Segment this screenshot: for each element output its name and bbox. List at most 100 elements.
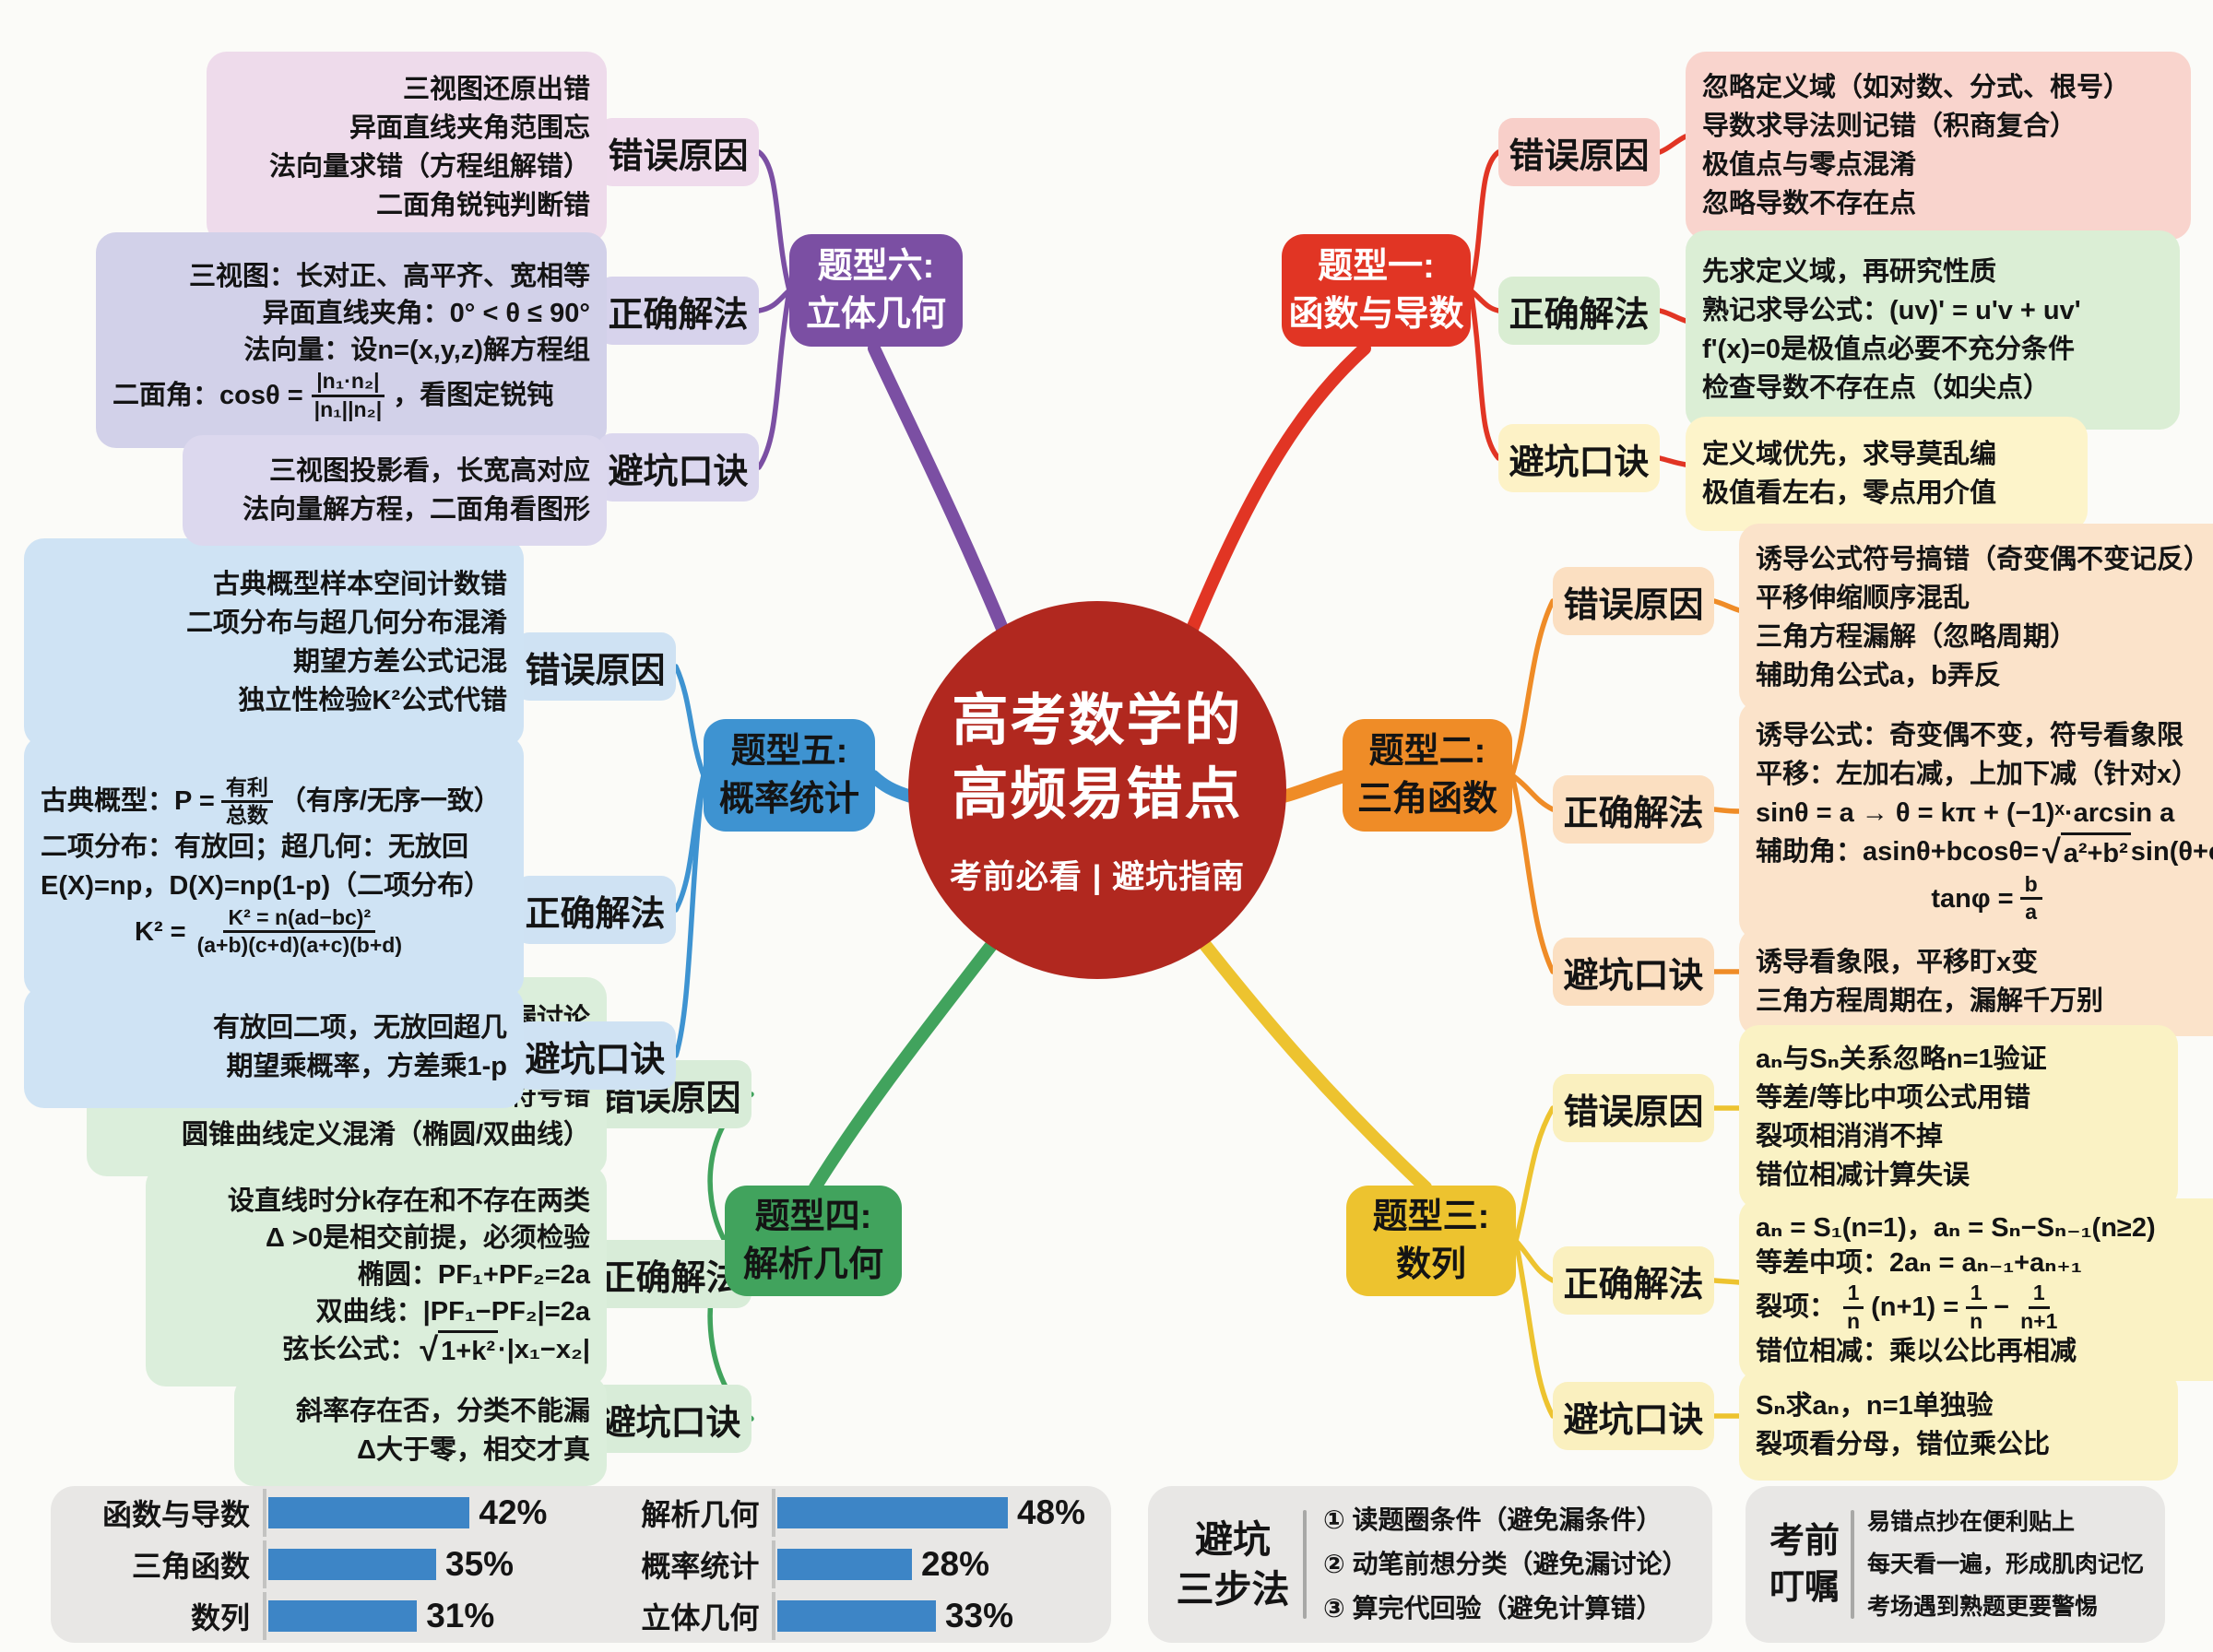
stat-track: 28%	[772, 1540, 1085, 1588]
stat-bar	[777, 1549, 912, 1580]
center-title-line-2: 高频易错点	[952, 761, 1243, 825]
branch-4-main-connector	[809, 921, 1012, 1194]
branch-2-error-label: 错误原因	[1553, 567, 1714, 635]
stat-bar	[268, 1600, 418, 1632]
branch-2-mnemonic-content: 诱导看象限，平移盯x变 三角方程周期在，漏解千万别	[1739, 927, 2213, 1036]
branch-1-node: 题型一: 函数与导数	[1282, 234, 1471, 347]
reminder-title: 考前 叮嘱	[1769, 1522, 1840, 1607]
formula-line: 等差中项：2aₙ = aₙ₋₁+aₙ₊₁	[1756, 1248, 2082, 1279]
branch-3-correct-content: aₙ = S₁(n=1)，aₙ = Sₙ−Sₙ₋₁(n≥2) 等差中项：2aₙ …	[1739, 1198, 2213, 1381]
stat-track: 31%	[263, 1592, 554, 1640]
stat-label: 数列	[190, 1601, 250, 1634]
text-line: 二面角锐钝判断错	[375, 191, 590, 220]
node-line: 题型二:	[1368, 732, 1486, 771]
stat-row: 概率统计 28%	[586, 1540, 1085, 1588]
node-line: 题型六:	[817, 247, 935, 286]
divider	[1303, 1510, 1307, 1619]
text-line: 忽略定义域（如对数、分式、根号）	[1702, 73, 2131, 102]
text-line: 诱导公式：奇变偶不变，符号看象限	[1756, 720, 2184, 750]
text-line: 裂项相消消不掉	[1756, 1122, 1944, 1151]
formula-line: aₙ = S₁(n=1)，aₙ = Sₙ−Sₙ₋₁(n≥2)	[1756, 1213, 2156, 1244]
branch-2-mnemonic-label: 避坑口诀	[1553, 938, 1714, 1006]
stat-bar	[268, 1549, 436, 1580]
formula-line: sinθ = a → θ = kπ + (−1)ˣ·arcsin a	[1756, 797, 2175, 828]
node-line: 概率统计	[718, 780, 859, 819]
text-line: Δ >0是相交前提，必须检验	[266, 1222, 590, 1253]
stat-value: 48%	[1016, 1493, 1085, 1531]
reminder-panel: 考前 叮嘱 易错点抄在便利贴上 每天看一遍，形成肌肉记忆 考场遇到熟题更要警惕	[1746, 1486, 2165, 1643]
stat-row: 立体几何 33%	[586, 1592, 1085, 1640]
text-line: 裂项看分母，错位乘公比	[1756, 1430, 2051, 1459]
stat-track: 35%	[263, 1540, 554, 1588]
text-line: 三视图：长对正、高平齐、宽相等	[188, 262, 590, 292]
branch-1-mnemonic-content: 定义域优先，求导莫乱编 极值看左右，零点用介值	[1686, 417, 2088, 531]
stat-value: 35%	[445, 1545, 515, 1583]
text-line: Sₙ求aₙ，n=1单独验	[1756, 1391, 1994, 1421]
branch-1-correct-label: 正确解法	[1498, 277, 1660, 345]
text-line: 圆锥曲线定义混淆（椭圆/双曲线）	[181, 1120, 590, 1150]
text-line: 平移伸缩顺序混乱	[1756, 584, 1970, 613]
stat-row: 数列 31%	[77, 1592, 554, 1640]
step-item: ① 读题圈条件（避免漏条件）	[1323, 1505, 1663, 1534]
text-line: 有放回二项，无放回超几	[212, 1013, 507, 1043]
stat-track: 42%	[263, 1489, 554, 1537]
branch-5-mnemonic-label: 避坑口诀	[515, 1021, 676, 1090]
stat-label: 立体几何	[641, 1601, 760, 1634]
sqrt-symbol: √	[2041, 832, 2061, 871]
stat-label: 三角函数	[131, 1550, 250, 1583]
stats-panel: 函数与导数 42% 三角函数 35% 数列 31% 解析几何 48%	[51, 1486, 1111, 1643]
branch-2-correct-content: 诱导公式：奇变偶不变，符号看象限 平移：左加右减，上加下减（针对x） sinθ …	[1739, 701, 2213, 940]
stat-value: 28%	[920, 1545, 989, 1583]
text-line: 异面直线夹角范围忘	[349, 113, 590, 143]
branch-3-node: 题型三: 数列	[1346, 1186, 1516, 1296]
text-line: 法向量解方程，二面角看图形	[242, 495, 590, 525]
node-line: 数列	[1395, 1245, 1466, 1284]
branch-6-error-content: 三视图还原出错 异面直线夹角范围忘 法向量求错（方程组解错） 二面角锐钝判断错	[207, 52, 607, 243]
formula-line: 椭圆：PF₁+PF₂=2a	[357, 1259, 590, 1290]
stat-row: 解析几何 48%	[586, 1489, 1085, 1537]
stats-column-left: 函数与导数 42% 三角函数 35% 数列 31%	[77, 1489, 554, 1640]
stats-column-right: 解析几何 48% 概率统计 28% 立体几何 33%	[586, 1489, 1085, 1640]
node-line: 函数与导数	[1288, 295, 1464, 334]
branch-3-mnemonic-content: Sₙ求aₙ，n=1单独验 裂项看分母，错位乘公比	[1739, 1370, 2178, 1481]
text-line: 导数求导法则记错（积商复合）	[1702, 112, 2077, 141]
text-line: 熟记求导公式：(uv)' = u'v + uv'	[1702, 296, 2081, 325]
reminder-list: 易错点抄在便利贴上 每天看一遍，形成肌肉记忆 考场遇到熟题更要警惕	[1854, 1501, 2144, 1628]
branch-6-node: 题型六: 立体几何	[789, 234, 963, 347]
text-line: 二项分布：有放回；超几何：无放回	[41, 832, 469, 862]
stat-value: 31%	[426, 1597, 495, 1634]
branch-5-error-label: 错误原因	[515, 632, 676, 701]
branch-3-mnemonic-label: 避坑口诀	[1553, 1382, 1714, 1450]
stat-label: 解析几何	[641, 1498, 760, 1531]
reminder-item: 每天看一遍，形成肌肉记忆	[1867, 1552, 2145, 1577]
text-line: 先求定义域，再研究性质	[1702, 257, 1997, 287]
text-line: 期望方差公式记混	[292, 647, 507, 677]
text-line: 定义域优先，求导莫乱编	[1702, 440, 1997, 469]
node-line: 三角函数	[1356, 780, 1497, 819]
branch-3-main-connector	[1185, 921, 1432, 1194]
text-line: 极值点与零点混淆	[1702, 150, 1917, 180]
text-line: 平移：左加右减，上加下减（针对x）	[1756, 759, 2199, 789]
text-line: 法向量求错（方程组解错）	[268, 152, 590, 182]
formula-line: 古典概型：P = 有利总数 （有序/无序一致）	[41, 774, 501, 827]
step-item: ② 动笔前想分类（避免漏讨论）	[1323, 1550, 1688, 1578]
divider	[1851, 1510, 1854, 1619]
text-line: Δ大于零，相交才真	[357, 1435, 590, 1465]
text-line: 忽略导数不存在点	[1702, 189, 1917, 218]
step-item: ③ 算完代回验（避免计算错）	[1323, 1594, 1663, 1622]
center-subtitle: 考前必看 | 避坑指南	[949, 858, 1246, 895]
branch-4-mnemonic-content: 斜率存在否，分类不能漏 Δ大于零，相交才真	[234, 1375, 607, 1486]
text-line: 错位相减：乘以公比再相减	[1756, 1336, 2077, 1366]
formula-line: E(X)=np，D(X)=np(1-p)（二项分布）	[41, 871, 491, 901]
formula-line: 弦长公式：√1+k²·|x₁−x₂|	[282, 1329, 590, 1368]
branch-5-node: 题型五: 概率统计	[704, 719, 875, 832]
reminder-item: 考场遇到熟题更要警惕	[1867, 1594, 2099, 1620]
node-line: 题型五:	[730, 732, 848, 771]
stat-label: 概率统计	[641, 1550, 760, 1583]
text-line: 等差/等比中项公式用错	[1756, 1083, 2031, 1113]
text-line: 设直线时分k存在和不存在两类	[227, 1186, 590, 1216]
